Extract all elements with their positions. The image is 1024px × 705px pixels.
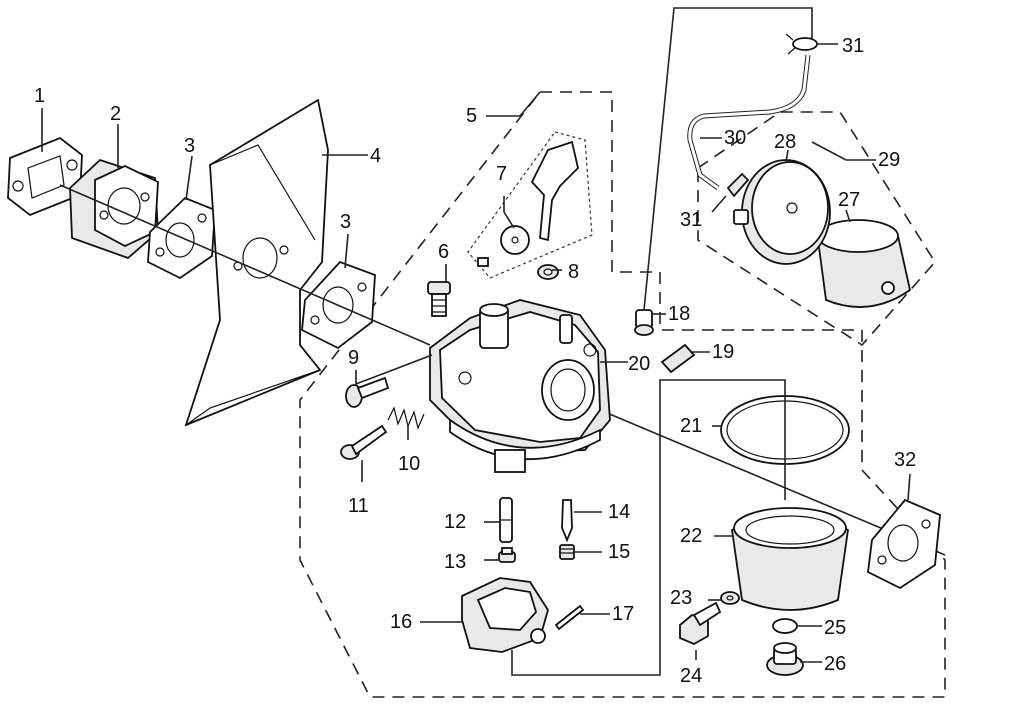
- air-filter-group-boundary: [697, 111, 936, 347]
- label-25: 25: [824, 617, 846, 639]
- label-18: 18: [668, 303, 690, 325]
- label-7: 7: [496, 163, 507, 185]
- label-2: 2: [110, 103, 121, 125]
- label-21: 21: [680, 415, 702, 437]
- spring-part-15: [559, 544, 575, 560]
- label-5: 5: [466, 105, 477, 127]
- label-27: 27: [838, 189, 860, 211]
- label-31-bottom: 31: [680, 209, 702, 231]
- carburetor-body-part-20: [429, 299, 611, 473]
- label-19: 19: [712, 341, 734, 363]
- fuel-hose-inner: [688, 54, 810, 190]
- o-ring-part-25: [772, 618, 798, 634]
- label-30: 30: [724, 127, 746, 149]
- label-13: 13: [444, 551, 466, 573]
- label-24: 24: [680, 665, 702, 687]
- label-11: 11: [348, 495, 369, 517]
- label-12: 12: [444, 511, 466, 533]
- main-jet-part-12: [499, 497, 513, 543]
- label-10: 10: [398, 453, 420, 475]
- float-needle-part-14: [561, 499, 573, 543]
- washer-part-8: [537, 264, 559, 280]
- carburetor-group-boundary: [299, 91, 946, 698]
- leader-lines: [41, 43, 911, 676]
- spring-part-10: [387, 406, 425, 430]
- needle-valve-part-7: [477, 140, 579, 267]
- washer-part-23: [720, 591, 740, 605]
- hose-clip-part-31-bottom: [726, 172, 750, 198]
- label-3-left: 3: [184, 135, 195, 157]
- label-9: 9: [348, 347, 359, 369]
- label-16: 16: [390, 611, 412, 633]
- fitting-part-19: [660, 343, 696, 374]
- fuel-fitting-part-18: [634, 309, 654, 336]
- hose-clip-part-31-top: [785, 33, 818, 55]
- label-1: 1: [34, 85, 45, 107]
- label-31-top: 31: [842, 35, 864, 57]
- label-20: 20: [628, 353, 650, 375]
- label-28: 28: [774, 131, 796, 153]
- assembly-axis-line: [59, 184, 431, 346]
- filter-cover-part-28: [733, 159, 831, 265]
- label-4: 4: [370, 145, 381, 167]
- label-26: 26: [824, 653, 846, 675]
- label-22: 22: [680, 525, 702, 547]
- float-pin-part-17: [554, 604, 585, 631]
- label-17: 17: [612, 603, 634, 625]
- screw-part-9: [345, 376, 390, 408]
- drain-bolt-part-24: [679, 601, 722, 646]
- float-bowl-part-22: [731, 507, 849, 611]
- screw-part-11: [340, 424, 388, 460]
- label-6: 6: [438, 241, 449, 263]
- gasket-part-32: [867, 498, 941, 590]
- label-32: 32: [894, 449, 916, 471]
- label-29: 29: [878, 149, 900, 171]
- float-valve-subgroup-boundary: [467, 131, 593, 279]
- label-8: 8: [568, 261, 579, 283]
- float-part-16: [461, 577, 549, 653]
- label-3-right: 3: [340, 211, 351, 233]
- jet-part-13: [498, 547, 516, 563]
- fuel-line-leader: [643, 7, 813, 311]
- label-14: 14: [608, 501, 630, 523]
- part-number-labels: 1 2 3 4 3 5 6 7 8 9 10 11 12 13 14 15 16…: [34, 35, 916, 687]
- filter-cup-part-27: [817, 219, 912, 308]
- bowl-bolt-part-26: [766, 642, 804, 676]
- label-15: 15: [608, 541, 630, 563]
- heat-shield-part-4: [184, 98, 329, 427]
- label-23: 23: [670, 587, 692, 609]
- screw-part-6: [427, 281, 451, 317]
